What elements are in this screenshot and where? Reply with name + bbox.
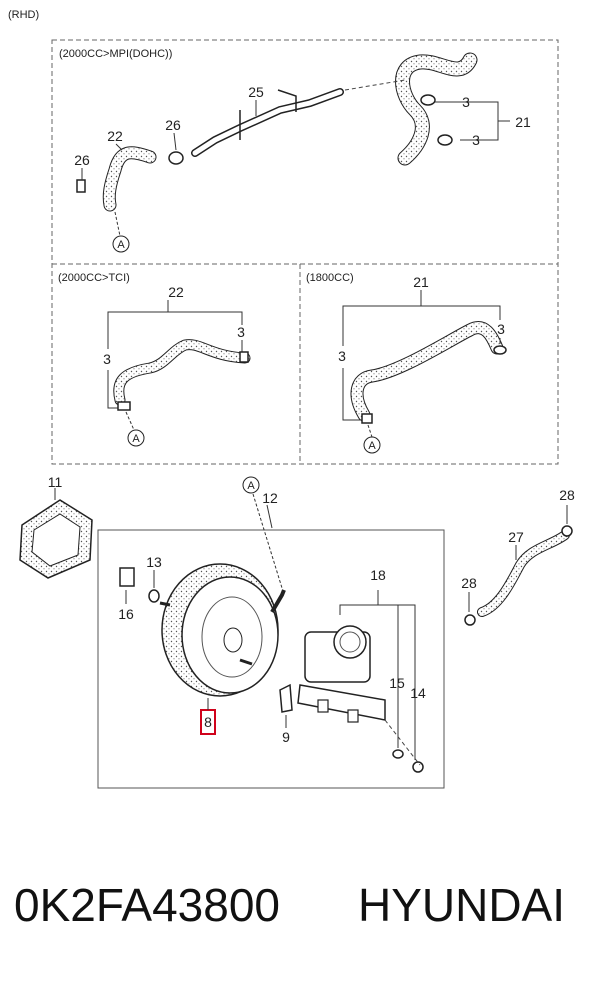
gasket-11 <box>19 499 93 579</box>
callout-3a: 3 <box>462 94 470 110</box>
callout-3-tci-right: 3 <box>237 324 245 340</box>
part-number: 0K2FA43800 <box>14 879 281 931</box>
callout-26b: 26 <box>74 152 90 168</box>
booster-assembly-frame <box>97 529 445 789</box>
section-frames <box>51 39 559 465</box>
bracket-16 <box>119 567 135 587</box>
reference-marker-a-1800: A <box>363 424 381 454</box>
callout-14: 14 <box>410 685 426 701</box>
svg-text:A: A <box>247 480 255 492</box>
brand-name: HYUNDAI <box>358 879 566 931</box>
callout-3b: 3 <box>472 132 480 148</box>
callout-22-tci: 22 <box>168 284 184 300</box>
callout-27: 27 <box>508 529 524 545</box>
variant-label: (RHD) <box>8 9 39 21</box>
callout-15: 15 <box>389 675 405 691</box>
callout-16: 16 <box>118 606 134 622</box>
callout-21: 21 <box>515 114 531 130</box>
bracket-9 <box>279 683 293 713</box>
reference-marker-a-lower: A <box>242 476 283 589</box>
callout-12: 12 <box>262 490 278 506</box>
section-label-tci: (2000CC>TCI) <box>58 272 130 284</box>
callout-28-bottom: 28 <box>461 575 477 591</box>
callout-13: 13 <box>146 554 162 570</box>
callout-3-1800-left: 3 <box>338 348 346 364</box>
svg-text:A: A <box>368 440 376 452</box>
nut-13 <box>148 589 160 603</box>
footer: 0K2FA43800 HYUNDAI <box>0 878 600 948</box>
callout-25: 25 <box>248 84 264 100</box>
clamp-28-bottom <box>464 614 476 626</box>
brake-booster-8 <box>159 563 286 697</box>
svg-text:A: A <box>117 239 125 251</box>
hose-clamp-icon <box>76 94 453 193</box>
callout-22: 22 <box>107 128 123 144</box>
callout-11: 11 <box>48 474 63 490</box>
svg-text:A: A <box>132 433 140 445</box>
callout-28-top: 28 <box>559 487 575 503</box>
reference-marker-a-tci: A <box>125 411 145 447</box>
nut-14 <box>412 761 424 773</box>
master-cylinder-18 <box>297 625 386 723</box>
callout-21-1800: 21 <box>413 274 429 290</box>
section-label-top: (2000CC>MPI(DOHC)) <box>59 48 172 60</box>
callout-8: 8 <box>204 714 212 730</box>
reference-marker-a-top: A <box>112 211 130 253</box>
callout-18: 18 <box>370 567 386 583</box>
clamp-28-top <box>561 525 573 537</box>
section-label-1800: (1800CC) <box>306 272 354 284</box>
parts-diagram: (RHD) (2000CC>MPI(DOHC)) (2000CC>TCI) (1… <box>8 9 575 789</box>
callout-3-tci-left: 3 <box>103 351 111 367</box>
callout-3-1800-right: 3 <box>497 321 505 337</box>
washer-15 <box>392 749 404 759</box>
callout-26a: 26 <box>165 117 181 133</box>
callout-9: 9 <box>282 729 290 745</box>
